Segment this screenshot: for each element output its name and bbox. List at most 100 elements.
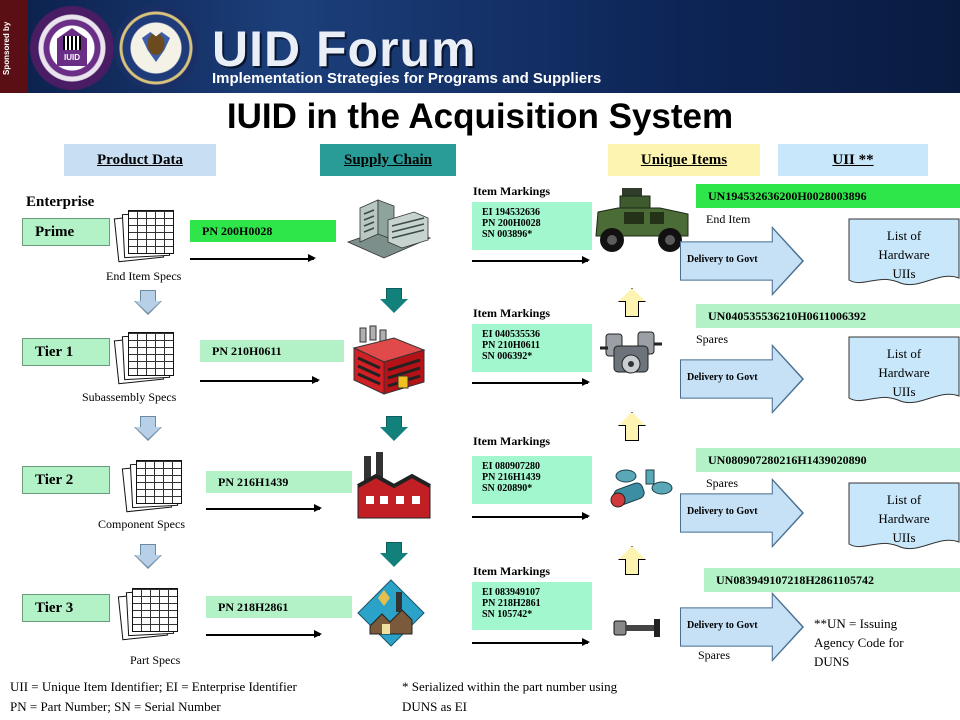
item-type-label: Spares	[706, 476, 738, 490]
down-arrow-icon	[380, 288, 408, 314]
flow-arrow	[472, 257, 590, 263]
flow-arrow	[206, 631, 322, 637]
up-arrow-icon	[618, 288, 646, 318]
flow-arrow	[472, 379, 590, 385]
spec-label-tier1: Subassembly Specs	[82, 390, 177, 404]
enterprise-label: Enterprise	[26, 194, 95, 210]
flow-arrow	[200, 377, 320, 383]
industrial-plant-icon	[357, 452, 431, 519]
hardware-uii-list-doc: List of Hardware UIIs	[848, 336, 960, 406]
sponsor-label: Sponsored by	[2, 21, 11, 75]
marking-ei: EI 194532636	[482, 207, 541, 218]
banner-subtitle: Implementation Strategies for Programs a…	[212, 70, 602, 87]
hw-line: List of	[886, 492, 922, 507]
marking-pn: PN 216H1439	[482, 472, 541, 483]
flow-arrow	[472, 513, 590, 519]
tier-box-tier2: Tier 2	[22, 466, 110, 494]
un-footnote: **UN = Issuing Agency Code for DUNS	[814, 614, 904, 671]
delivery-label: Delivery to Govt	[687, 254, 758, 265]
item-marking-box-tier1: EI 040535536 PN 210H0611 SN 006392*	[472, 324, 592, 372]
red-factory-icon	[352, 325, 426, 395]
uii-value-prime: UN194532636200H0028003896	[696, 184, 960, 208]
marking-sn: SN 020890*	[482, 483, 533, 494]
item-markings-label: Item Markings	[473, 306, 550, 320]
delivery-to-govt-arrow: Delivery to Govt	[680, 478, 804, 548]
hw-line: UIIs	[892, 384, 916, 399]
marking-ei: EI 040535536	[482, 329, 541, 340]
delivery-to-govt-arrow: Delivery to Govt	[680, 226, 804, 296]
un-note-line: Agency Code for	[814, 635, 904, 650]
delivery-label: Delivery to Govt	[687, 620, 758, 631]
item-markings-label: Item Markings	[473, 184, 550, 198]
iuid-seal-icon: IUID	[30, 6, 114, 90]
page-title: IUID in the Acquisition System	[226, 97, 734, 136]
spec-label-prime: End Item Specs	[106, 269, 182, 283]
office-building-icon	[346, 199, 432, 259]
item-marking-box-tier3: EI 083949107 PN 218H2861 SN 105742*	[472, 582, 592, 630]
uii-value-tier1: UN040535536210H0611006392	[696, 304, 960, 328]
hw-line: UIIs	[892, 266, 916, 281]
delivery-label: Delivery to Govt	[687, 372, 758, 383]
flow-arrow	[206, 505, 322, 511]
hw-line: Hardware	[878, 247, 930, 262]
serialized-footnote: * Serialized within the part number usin…	[402, 677, 617, 717]
military-vehicle-icon	[595, 188, 689, 252]
spec-documents-icon	[121, 458, 184, 513]
spec-label-tier2: Component Specs	[98, 517, 185, 531]
engine-icon	[600, 331, 662, 374]
footnote-line: * Serialized within the part number usin…	[402, 679, 618, 694]
part-number-tier1: PN 210H0611	[200, 340, 344, 362]
item-type-label: Spares	[696, 332, 728, 346]
part-number-prime: PN 200H0028	[190, 220, 336, 242]
uid-forum-banner: Sponsored by IUID UID Forum Implementati…	[0, 0, 960, 93]
item-marking-box-prime: EI 194532636 PN 200H0028 SN 003896*	[472, 202, 592, 250]
item-type-label: End Item	[706, 212, 751, 226]
pump-component-icon	[610, 469, 673, 508]
marking-ei: EI 080907280	[482, 461, 541, 472]
hw-line: Hardware	[878, 365, 930, 380]
un-note-line: **UN = Issuing	[814, 616, 898, 631]
header-unique-items: Unique Items	[608, 144, 760, 176]
hw-line: List of	[886, 346, 922, 361]
flow-arrow	[472, 639, 590, 645]
footnote-line: DUNS as EI	[402, 699, 467, 714]
marking-pn: PN 218H2861	[482, 598, 541, 609]
spec-documents-icon	[113, 330, 176, 385]
dod-seal-icon	[114, 6, 198, 90]
hw-line: Hardware	[878, 511, 930, 526]
delivery-to-govt-arrow: Delivery to Govt	[680, 344, 804, 414]
part-number-tier2: PN 216H1439	[206, 471, 352, 493]
hw-line: UIIs	[892, 530, 916, 545]
part-number-tier3: PN 218H2861	[206, 596, 352, 618]
up-arrow-icon	[618, 546, 646, 576]
hardware-uii-list-doc: List of Hardware UIIs	[848, 482, 960, 552]
up-arrow-icon	[618, 412, 646, 442]
item-markings-label: Item Markings	[473, 434, 550, 448]
marking-pn: PN 210H0611	[482, 340, 541, 351]
footnote-line: PN = Part Number; SN = Serial Number	[10, 699, 221, 714]
banner-title: UID Forum	[212, 21, 477, 77]
hardware-uii-list-doc: List of Hardware UIIs	[848, 218, 960, 288]
marking-sn: SN 006392*	[482, 351, 533, 362]
marking-ei: EI 083949107	[482, 587, 541, 598]
spec-documents-icon	[113, 208, 176, 263]
marking-sn: SN 003896*	[482, 229, 533, 240]
delivery-to-govt-arrow: Delivery to Govt	[680, 592, 804, 662]
header-uii: UII **	[778, 144, 928, 176]
spec-label-tier3: Part Specs	[130, 653, 181, 667]
header-product-data: Product Data	[64, 144, 216, 176]
tier-box-tier3: Tier 3	[22, 594, 110, 622]
down-arrow-icon	[134, 416, 162, 442]
delivery-label: Delivery to Govt	[687, 506, 758, 517]
item-type-label: Spares	[698, 648, 730, 662]
iuid-seal-text: IUID	[64, 53, 80, 62]
uii-value-tier2: UN080907280216H1439020890	[696, 448, 960, 472]
eagle-icon	[142, 32, 170, 62]
small-factory-icon	[357, 579, 425, 647]
un-note-line: DUNS	[814, 654, 850, 669]
marking-sn: SN 105742*	[482, 609, 533, 620]
down-arrow-icon	[134, 544, 162, 570]
bolt-part-icon	[613, 619, 660, 637]
uii-value-tier3: UN083949107218H2861105742	[704, 568, 960, 592]
hw-line: List of	[886, 228, 922, 243]
